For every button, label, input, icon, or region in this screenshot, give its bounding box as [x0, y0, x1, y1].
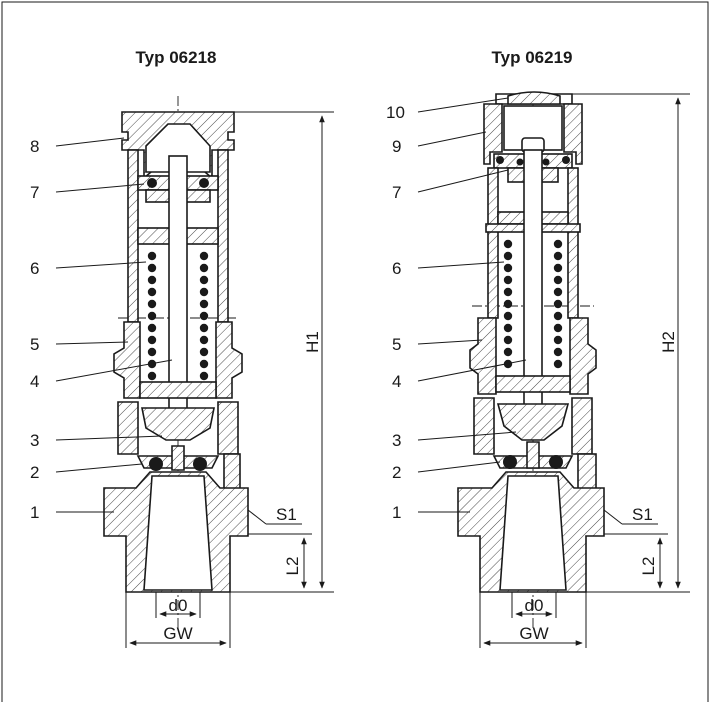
- h2-label: H2: [659, 331, 678, 353]
- guide-left: [473, 397, 495, 455]
- seal-ball: [147, 178, 157, 188]
- seat-ball: [149, 457, 163, 471]
- seal-ball: [516, 158, 524, 166]
- label-6: 6: [30, 259, 39, 278]
- label-8: 8: [30, 137, 39, 156]
- label-3: 3: [392, 431, 401, 450]
- label-1: 1: [30, 503, 39, 522]
- seat-ball: [503, 455, 517, 469]
- spring: [503, 239, 563, 369]
- d0-label: d0: [525, 596, 544, 615]
- l2-label: L2: [639, 557, 658, 576]
- spring-plate-bottom: [139, 381, 217, 399]
- bonnet-wall-right: [567, 167, 579, 319]
- lower-housing-right: [215, 321, 243, 399]
- leaders-left: [55, 137, 173, 513]
- label-5: 5: [392, 335, 401, 354]
- label-6: 6: [392, 259, 401, 278]
- s1-label: S1: [632, 505, 653, 524]
- label-2: 2: [30, 463, 39, 482]
- title-06218: Typ 06218: [136, 48, 217, 67]
- seat-ball: [193, 457, 207, 471]
- guide-right: [571, 397, 593, 455]
- seat-center-nub: [171, 445, 185, 471]
- bonnet-wall-left: [127, 149, 139, 323]
- gw-label: GW: [519, 624, 548, 643]
- label-1: 1: [392, 503, 401, 522]
- valve-06219: Typ 06219: [386, 48, 690, 648]
- label-4: 4: [30, 372, 39, 391]
- guide-left: [117, 401, 139, 455]
- d0-label: d0: [169, 596, 188, 615]
- label-4: 4: [392, 372, 401, 391]
- cap-body-left: [483, 103, 503, 165]
- guide-right: [217, 401, 239, 455]
- seal-ball: [542, 158, 550, 166]
- label-3: 3: [30, 431, 39, 450]
- spring: [147, 251, 209, 381]
- label-5: 5: [30, 335, 39, 354]
- label-9: 9: [392, 137, 401, 156]
- cap-body-right: [563, 103, 583, 165]
- s1-label: S1: [276, 505, 297, 524]
- seal-ball: [562, 156, 570, 164]
- seal-ball: [199, 178, 209, 188]
- valve-06218: Typ 06218: [30, 48, 334, 648]
- spring-plate-bottom: [495, 375, 571, 393]
- lower-housing-left: [469, 317, 497, 395]
- gw-label: GW: [163, 624, 192, 643]
- label-10: 10: [386, 103, 405, 122]
- bonnet-wall-left: [487, 167, 499, 319]
- body-bore: [499, 475, 567, 591]
- seal-ball: [496, 156, 504, 164]
- seat-ball: [549, 455, 563, 469]
- lower-housing-right: [569, 317, 597, 395]
- s1-leader: [247, 509, 267, 525]
- lower-housing-left: [113, 321, 141, 399]
- disc: [496, 403, 570, 441]
- body-bore: [143, 475, 213, 591]
- seat-center-nub: [526, 441, 540, 469]
- label-7: 7: [392, 183, 401, 202]
- bonnet-wall-right: [217, 149, 229, 323]
- label-2: 2: [392, 463, 401, 482]
- cap-window: [507, 91, 561, 105]
- cap-cavity: [145, 123, 211, 173]
- disc: [141, 407, 215, 441]
- leaders-right: [417, 97, 527, 513]
- s1-leader: [603, 509, 623, 525]
- label-7: 7: [30, 183, 39, 202]
- h1-label: H1: [303, 331, 322, 353]
- l2-label: L2: [283, 557, 302, 576]
- title-06219: Typ 06219: [492, 48, 573, 67]
